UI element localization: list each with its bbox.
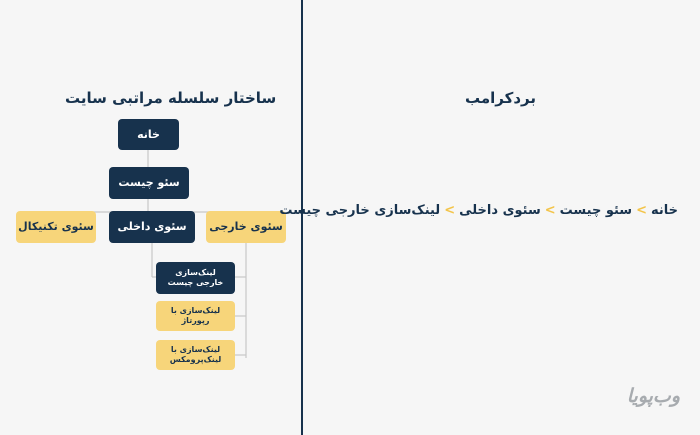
breadcrumb-item-seo-what[interactable]: سئو چیست: [559, 203, 633, 218]
node-reportage-linking: لینک‌سازی با رپورتاژ: [156, 301, 235, 331]
node-offpage-seo: سئوی خارجی: [206, 211, 286, 243]
hierarchy-title: ساختار سلسله مراتبی سایت: [65, 89, 277, 107]
panel-divider: [301, 0, 303, 435]
node-promex-linking: لینک‌سازی با لینک‌پرومکس: [156, 340, 235, 370]
breadcrumb-item-home[interactable]: خانه: [650, 203, 678, 218]
breadcrumb-separator: >: [544, 203, 556, 218]
breadcrumb-separator: >: [636, 203, 647, 218]
watermark-logo: وب‌پویا: [626, 385, 681, 407]
breadcrumb: خانه > سئو چیست > سئوی داخلی > لینک‌سازی…: [279, 203, 678, 218]
node-external-linking: لینک‌سازی خارجی چیست: [156, 262, 235, 294]
node-home: خانه: [118, 119, 179, 150]
breadcrumb-item-current: لینک‌سازی خارجی چیست: [279, 203, 441, 218]
breadcrumb-separator: >: [444, 203, 456, 218]
breadcrumb-item-onpage-seo[interactable]: سئوی داخلی: [459, 203, 541, 218]
breadcrumb-title: بردکرامب: [465, 89, 537, 107]
node-onpage-seo: سئوی داخلی: [109, 211, 195, 243]
node-technical-seo: سئوی تکنیکال: [16, 211, 96, 243]
node-seo-what: سئو چیست: [109, 167, 189, 199]
